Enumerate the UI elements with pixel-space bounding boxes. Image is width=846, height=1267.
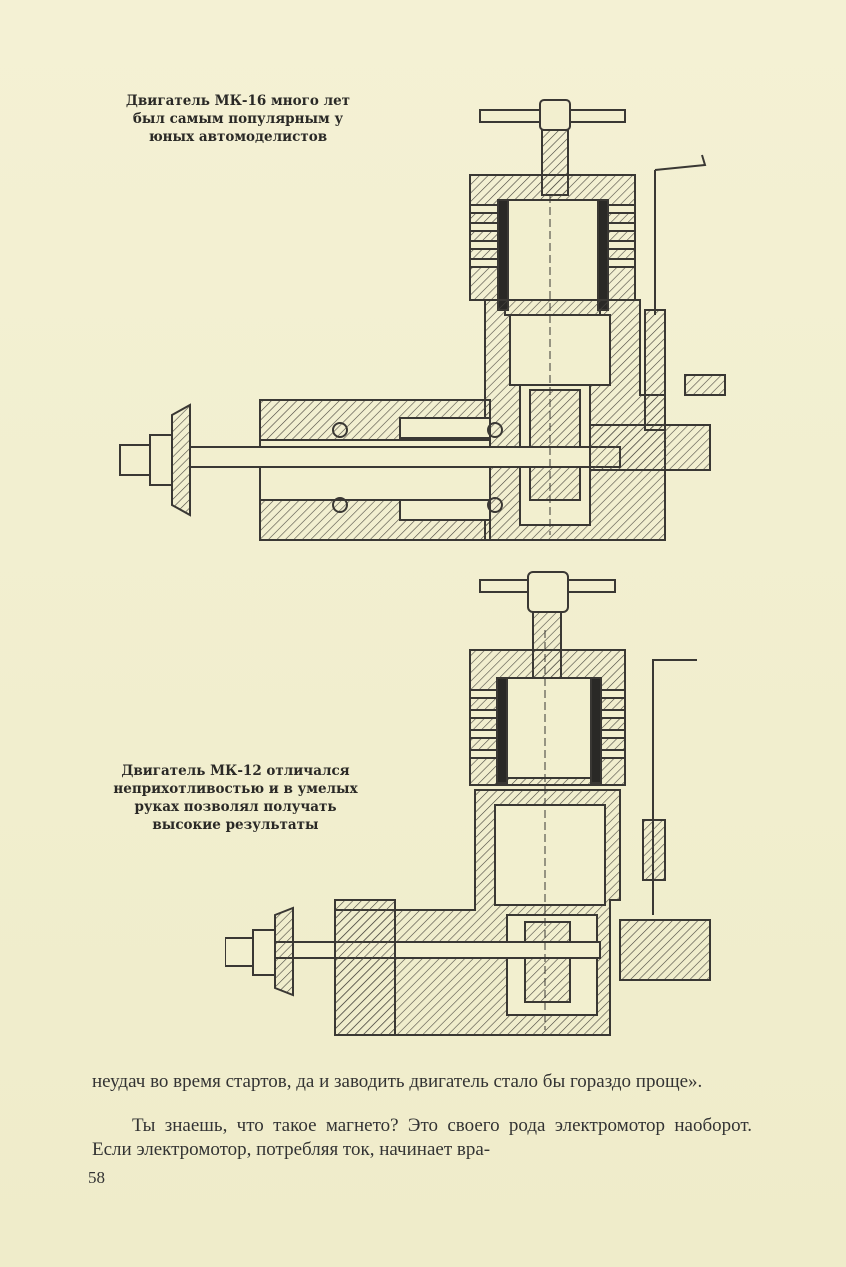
body-paragraph-2: Ты знаешь, что такое магнето? Это своего…	[92, 1115, 752, 1160]
figure-caption-mk16: Двигатель МК-16 много лет был самым попу…	[125, 93, 351, 145]
engine-mk12-drawing	[225, 571, 711, 1036]
engine-mk16-drawing	[119, 99, 726, 541]
page-number: 58	[88, 1168, 105, 1187]
figure-caption-mk12: Двигатель МК-12 отличался неприхотливост…	[113, 763, 358, 833]
body-paragraph-1: неудач во время стартов, да и заводить д…	[92, 1071, 703, 1092]
